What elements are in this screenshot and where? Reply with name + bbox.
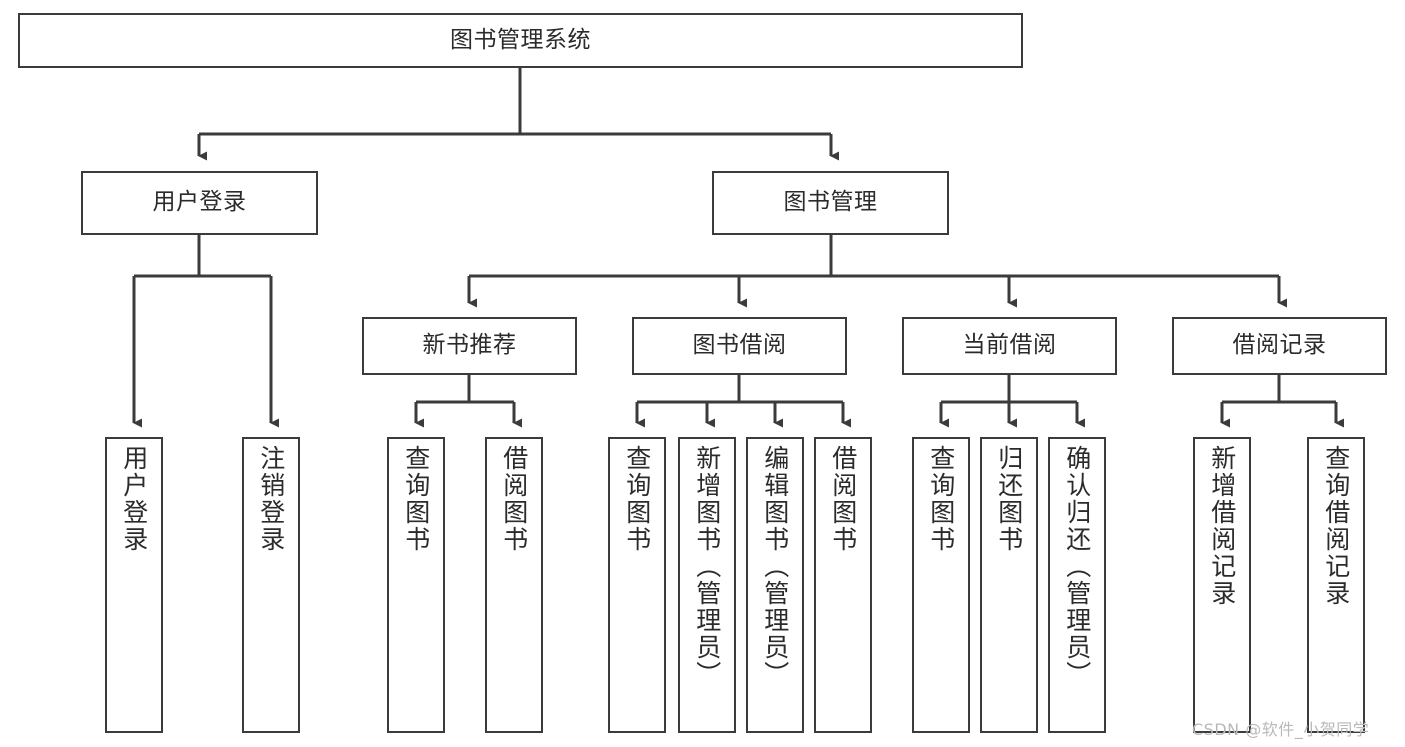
leaf-current-return-book[interactable]: 归还图书 [980, 437, 1038, 733]
leaf-user-logout[interactable]: 注销登录 [242, 437, 300, 733]
node-book-management[interactable]: 图书管理 [712, 171, 949, 235]
leaf-record-query-label: 查询借阅记录 [1321, 445, 1351, 607]
node-book-borrow[interactable]: 图书借阅 [632, 317, 847, 375]
edge-group-bookmgmt [467, 235, 1287, 308]
leaf-current-return-book-label: 归还图书 [994, 445, 1024, 553]
leaf-record-add[interactable]: 新增借阅记录 [1193, 437, 1251, 733]
node-root-label: 图书管理系统 [450, 26, 591, 53]
leaf-current-confirm-return-label: 确认归还（管理员） [1062, 445, 1092, 688]
leaf-user-login[interactable]: 用户登录 [105, 437, 163, 733]
node-book-management-label: 图书管理 [783, 189, 878, 216]
node-current-borrow[interactable]: 当前借阅 [902, 317, 1117, 375]
leaf-borrow-add-book[interactable]: 新增图书（管理员） [678, 437, 736, 733]
leaf-newbook-borrow-book[interactable]: 借阅图书 [485, 437, 543, 733]
leaf-borrow-query-book-label: 查询图书 [622, 445, 652, 553]
node-user-login[interactable]: 用户登录 [81, 171, 318, 235]
leaf-user-logout-label: 注销登录 [256, 445, 286, 553]
leaf-newbook-query-book[interactable]: 查询图书 [387, 437, 445, 733]
leaf-current-confirm-return[interactable]: 确认归还（管理员） [1048, 437, 1106, 733]
node-user-login-label: 用户登录 [152, 189, 247, 216]
leaf-current-query-book-label: 查询图书 [926, 445, 956, 553]
node-book-borrow-label: 图书借阅 [692, 332, 787, 359]
leaf-newbook-query-book-label: 查询图书 [401, 445, 431, 553]
edge-group-root [197, 68, 839, 161]
leaf-user-login-label: 用户登录 [119, 445, 149, 553]
edge-group-login [132, 235, 279, 428]
node-root[interactable]: 图书管理系统 [18, 13, 1023, 68]
node-borrow-record-label: 借阅记录 [1232, 332, 1327, 359]
leaf-record-query[interactable]: 查询借阅记录 [1307, 437, 1365, 733]
node-current-borrow-label: 当前借阅 [962, 332, 1057, 359]
leaf-newbook-borrow-book-label: 借阅图书 [499, 445, 529, 553]
edge-group-borrow [635, 375, 851, 428]
edge-group-record [1220, 375, 1344, 428]
leaf-borrow-query-book[interactable]: 查询图书 [608, 437, 666, 733]
edge-group-newbook [414, 375, 522, 428]
node-new-book-recommend[interactable]: 新书推荐 [362, 317, 577, 375]
leaf-borrow-lend-book[interactable]: 借阅图书 [814, 437, 872, 733]
leaf-borrow-edit-book[interactable]: 编辑图书（管理员） [746, 437, 804, 733]
edge-group-current [939, 375, 1085, 428]
csdn-watermark: CSDN @软件_小贺同学 [1192, 720, 1370, 739]
node-borrow-record[interactable]: 借阅记录 [1172, 317, 1387, 375]
leaf-borrow-lend-book-label: 借阅图书 [828, 445, 858, 553]
node-new-book-recommend-label: 新书推荐 [422, 332, 517, 359]
leaf-borrow-edit-book-label: 编辑图书（管理员） [760, 445, 790, 688]
leaf-current-query-book[interactable]: 查询图书 [912, 437, 970, 733]
leaf-borrow-add-book-label: 新增图书（管理员） [692, 445, 722, 688]
leaf-record-add-label: 新增借阅记录 [1207, 445, 1237, 607]
